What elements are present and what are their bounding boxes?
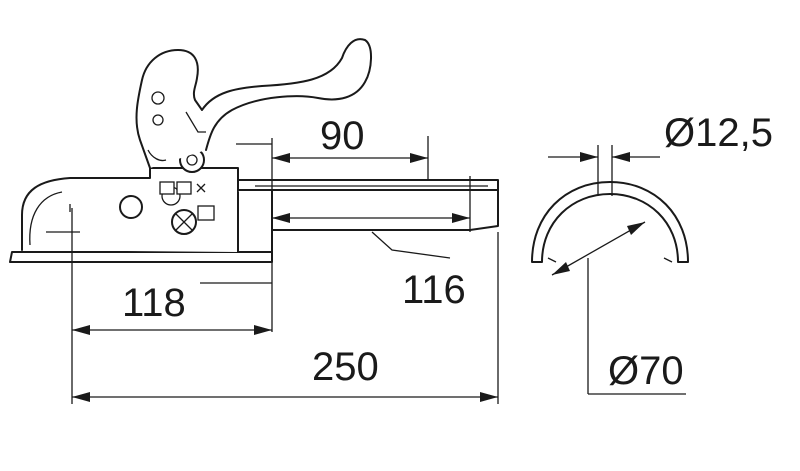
dimension-90: 90 bbox=[320, 114, 365, 158]
coupling-body bbox=[9, 38, 372, 263]
dimension-250: 250 bbox=[312, 345, 379, 389]
half-shell-section bbox=[531, 178, 689, 263]
drawbar-tube bbox=[237, 176, 499, 253]
dimension-diameter-70: Ø70 bbox=[608, 349, 684, 393]
extension-lines bbox=[71, 136, 613, 404]
dimension-lines bbox=[72, 143, 686, 402]
dimension-118: 118 bbox=[122, 281, 186, 325]
dimension-diameter-12-5: Ø12,5 bbox=[664, 111, 773, 155]
dimension-116: 116 bbox=[402, 268, 466, 312]
